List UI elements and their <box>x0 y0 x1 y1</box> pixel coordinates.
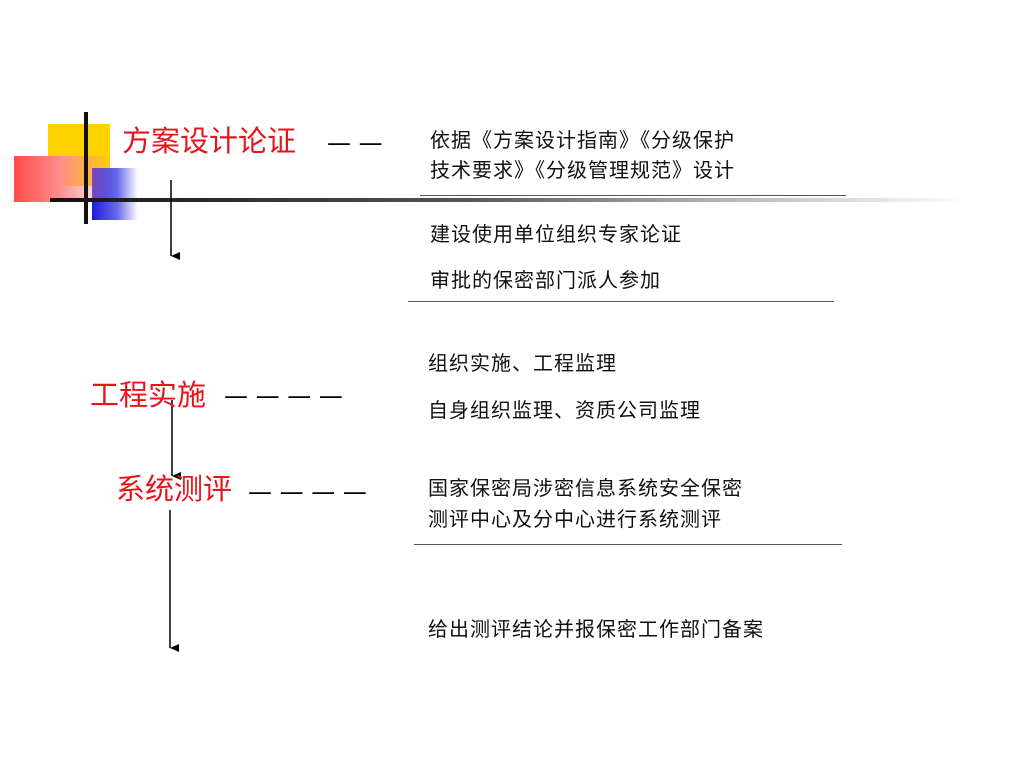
step-design-dashes: — — <box>327 129 383 157</box>
evaluation-rule <box>414 544 842 545</box>
evaluation-detail-2: 测评中心及分中心进行系统测评 <box>428 507 722 531</box>
implementation-detail-2: 自身组织监理、资质公司监理 <box>428 398 701 422</box>
step-implementation-heading: 工程实施 <box>90 378 207 412</box>
implementation-detail-1: 组织实施、工程监理 <box>428 351 617 375</box>
design-detail-3: 建设使用单位组织专家论证 <box>430 222 682 246</box>
step-evaluation-heading: 系统测评 <box>116 472 233 506</box>
design-detail-4: 审批的保密部门派人参加 <box>430 268 661 292</box>
design-rule-2 <box>408 301 834 302</box>
step-implementation-dashes: — — — — <box>224 382 343 410</box>
decor-horizontal-line <box>50 198 970 202</box>
design-detail-1: 依据《方案设计指南》《分级保护 <box>430 128 735 152</box>
step-evaluation-dashes: — — — — <box>248 478 367 506</box>
design-rule-1 <box>420 195 846 196</box>
decor-red-bar <box>14 156 114 202</box>
step-design-heading: 方案设计论证 <box>122 124 297 158</box>
evaluation-detail-1: 国家保密局涉密信息系统安全保密 <box>428 476 743 500</box>
evaluation-detail-3: 给出测评结论并报保密工作部门备案 <box>428 617 764 641</box>
decor-vertical-line <box>84 112 88 224</box>
design-detail-2: 技术要求》《分级管理规范》设计 <box>430 158 735 182</box>
